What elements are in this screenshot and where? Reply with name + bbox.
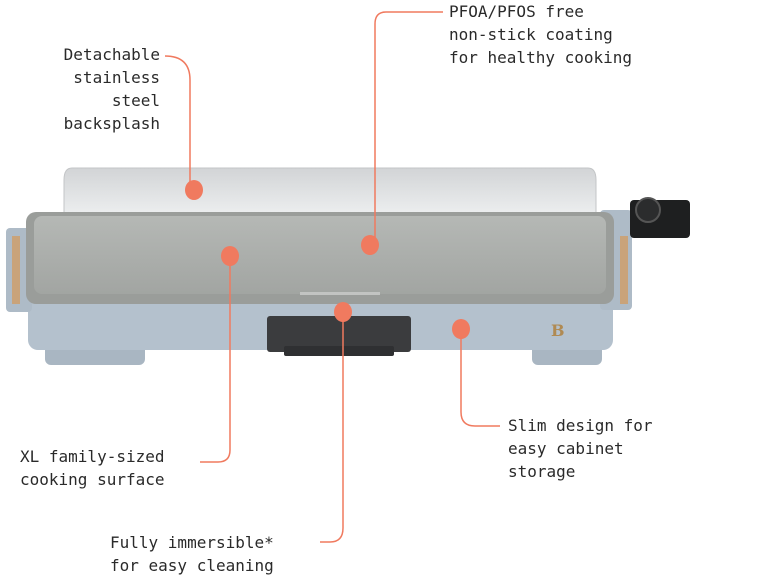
callout-dot-slim — [452, 319, 470, 339]
callout-text: for healthy cooking — [449, 48, 633, 67]
callout-text: Detachable — [63, 45, 160, 64]
callout-text: non-stick coating — [449, 25, 613, 44]
callout-text: easy cabinet — [508, 439, 624, 458]
left-handle-wood — [12, 236, 20, 304]
grease-drawer — [267, 316, 411, 352]
callout-slim: Slim design for easy cabinet storage — [508, 414, 653, 483]
plate-notch — [300, 292, 380, 295]
callout-coating: PFOA/PFOS free non-stick coating for healt… — [449, 0, 632, 69]
callout-text: Fully immersible* — [110, 533, 274, 552]
callout-immersible: Fully immersible* for easy cleaning — [110, 531, 274, 577]
right-handle-wood — [620, 236, 628, 304]
backsplash — [63, 167, 597, 215]
callout-text: cooking surface — [20, 470, 165, 489]
callout-surface: XL family-sized cooking surface — [20, 445, 165, 491]
callout-text: Slim design for — [508, 416, 653, 435]
leader-line-slim — [460, 329, 500, 427]
callout-text: steel — [111, 91, 160, 110]
callout-text: backsplash — [63, 114, 160, 133]
leader-line-backsplash — [164, 55, 191, 190]
brand-logo: B — [551, 321, 565, 340]
callout-dot-coating — [361, 235, 379, 255]
callout-text: stainless — [73, 68, 160, 87]
temperature-knob[interactable] — [635, 197, 661, 223]
callout-text: for easy cleaning — [110, 556, 274, 575]
callout-dot-immersible — [334, 302, 352, 322]
callout-text: XL family-sized — [20, 447, 165, 466]
callout-text: storage — [508, 462, 576, 481]
callout-dot-surface — [221, 246, 239, 266]
leader-line-immersible — [320, 312, 344, 543]
callout-text: PFOA/PFOS free — [449, 2, 584, 21]
leader-line-coating — [374, 11, 443, 245]
callout-dot-backsplash — [185, 180, 203, 200]
callout-backsplash: Detachable stainless steel backsplash — [20, 43, 160, 135]
cooking-surface — [34, 216, 606, 294]
drawer-lip — [284, 346, 394, 356]
leader-line-surface — [200, 256, 231, 463]
